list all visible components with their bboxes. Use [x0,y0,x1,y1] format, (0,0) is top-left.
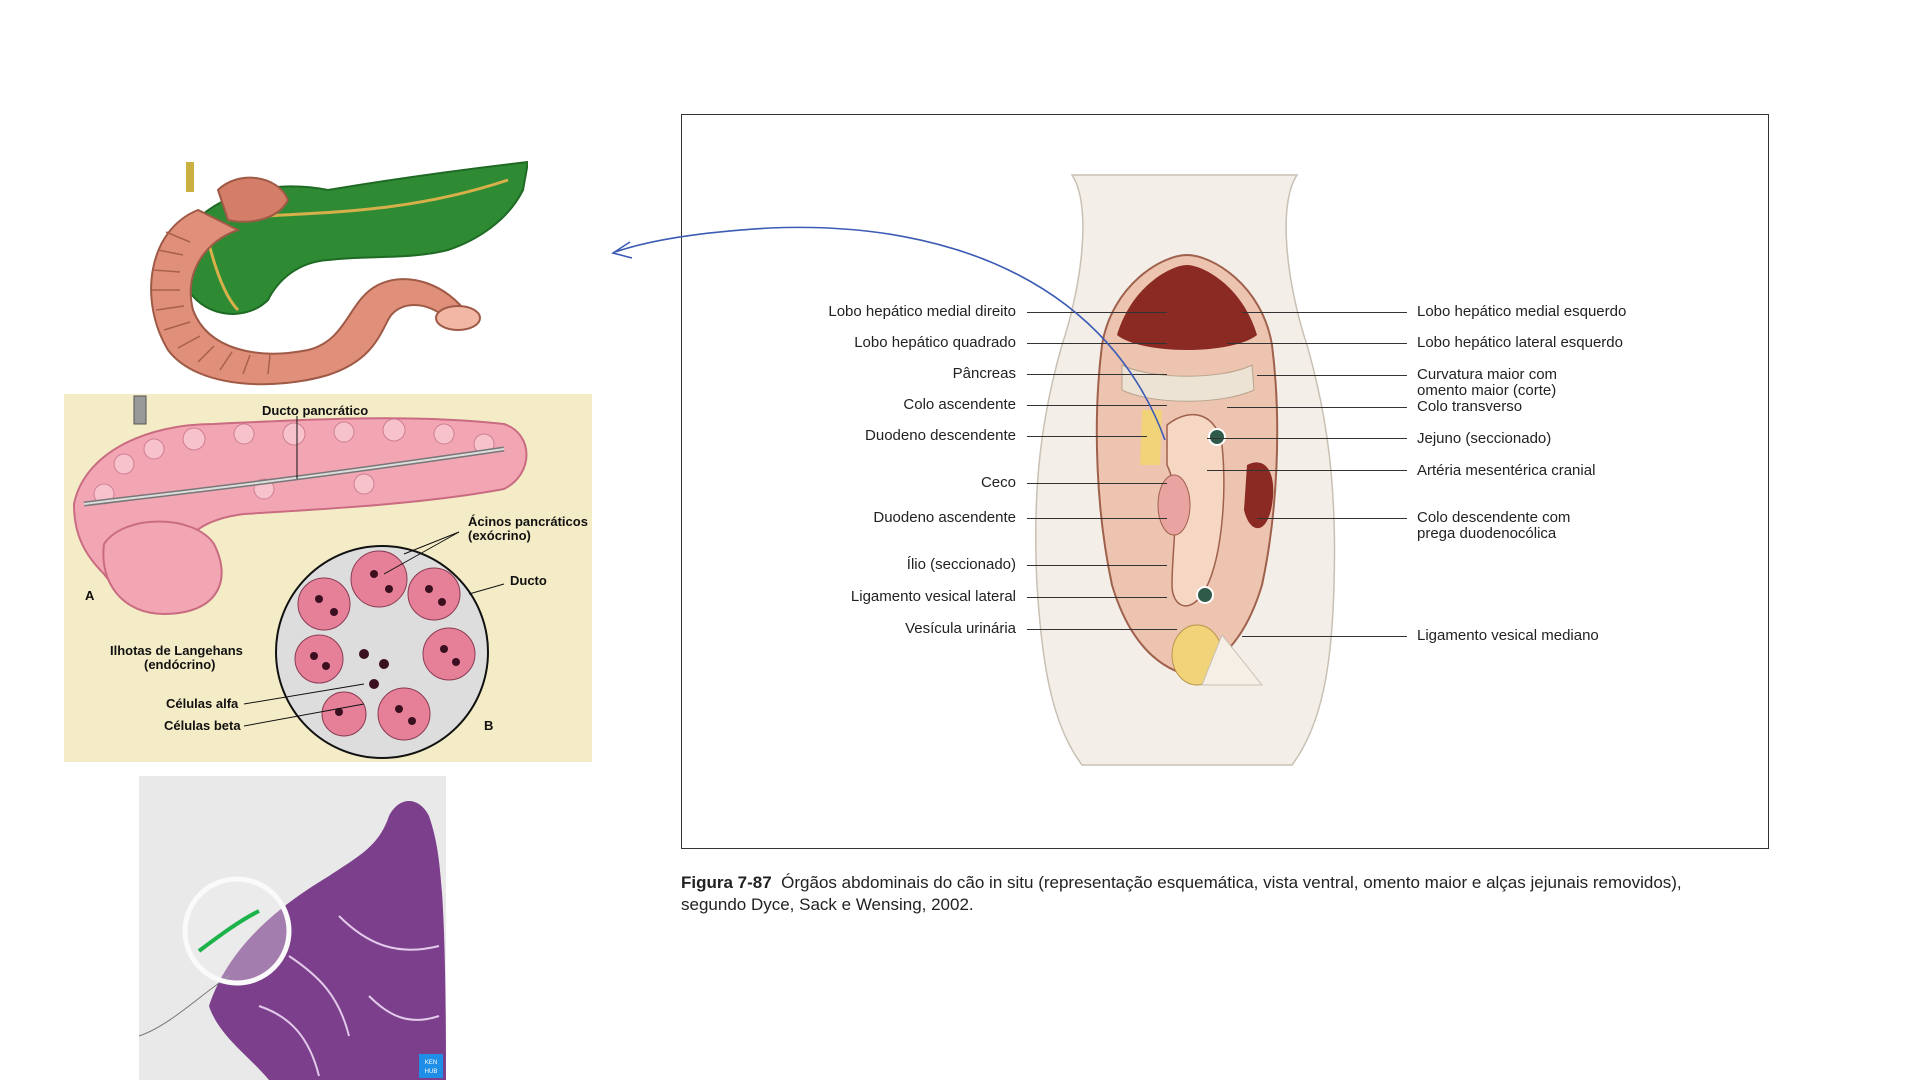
dog-abdomen-illustration [1034,174,1336,766]
label-celulas-beta: Células beta [164,718,241,733]
leader-left-7 [1027,518,1167,519]
curved-arrow-line [614,226,1166,441]
label-ceco: Ceco [980,474,1016,491]
leader-right-4 [1227,407,1407,408]
label-ilhotas-line2: (endócrino) [144,657,216,672]
leader-right-2 [1227,343,1407,344]
label-colo-ascendente: Colo ascendente [903,396,1016,413]
label-duodeno-ascendente: Duodeno ascendente [873,509,1016,526]
label-lobo-hepatico-lateral-esquerdo: Lobo hepático lateral esquerdo [1417,334,1623,351]
label-colo-descendente-line1: Colo descendente com [1417,509,1571,526]
histology-micrograph: KEN HUB [139,776,446,1080]
label-pancreas: Pâncreas [952,365,1016,382]
label-ligamento-vesical-mediano: Ligamento vesical mediano [1417,627,1599,644]
label-ducto: Ducto [510,573,547,588]
label-ligamento-vesical-lateral: Ligamento vesical lateral [850,588,1016,605]
leader-left-4 [1027,405,1167,406]
label-lobo-hepatico-medial-esquerdo: Lobo hepático medial esquerdo [1417,303,1627,320]
label-celulas-alfa: Células alfa [166,696,239,711]
leader-right-3 [1257,375,1407,376]
leader-right-6 [1207,470,1407,471]
label-curvatura-maior-line2: omento maior (corte) [1417,382,1557,399]
label-ducto-pancreatico: Ducto pancrático [262,403,369,418]
label-colo-transverso: Colo transverso [1417,398,1523,415]
leader-left-8 [1027,565,1167,566]
caption-line1: Órgãos abdominais do cão in situ (repres… [781,873,1682,892]
label-acinos-line1: Ácinos pancráticos [468,514,588,529]
label-jejuno-seccionado: Jejuno (seccionado) [1417,430,1552,447]
figure-frame: Lobo hepático medial direito Lobo hepáti… [681,114,1769,849]
leader-left-2 [1027,343,1167,344]
label-duodeno-descendente: Duodeno descendente [865,427,1016,444]
caption-line2: segundo Dyce, Sack e Wensing, 2002. [681,895,974,914]
figure-caption: Figura 7-87 Órgãos abdominais do cão in … [681,872,1761,916]
leader-left-10 [1027,629,1177,630]
leader-right-1 [1242,312,1407,313]
caption-figure-number: Figura 7-87 [681,873,772,892]
leader-right-7 [1257,518,1407,519]
label-a: A [85,588,95,603]
kenhub-badge-line1: KEN [425,1060,437,1066]
pancreas-duodenum-illustration [128,150,528,390]
arrow-head-icon [611,241,633,259]
leader-right-5 [1207,438,1407,439]
label-b: B [484,718,494,733]
label-vesicula-urinaria: Vesícula urinária [905,620,1016,637]
label-ilhotas-line1: Ilhotas de Langehans [110,643,243,658]
leader-right-8 [1242,636,1407,637]
label-arteria-mesenterica-cranial: Artéria mesentérica cranial [1417,462,1596,479]
leader-left-1 [1027,312,1167,313]
label-lobo-hepatico-medial-direito: Lobo hepático medial direito [828,303,1016,320]
leader-left-3 [1027,374,1167,375]
kenhub-badge-line2: HUB [425,1069,438,1075]
label-acinos-line2: (exócrino) [468,528,531,543]
leader-left-9 [1027,597,1167,598]
pancreas-histology-diagram: Ducto pancrático Ácinos pancráticos (exó… [64,394,592,762]
label-colo-descendente-line2: prega duodenocólica [1417,525,1557,542]
label-lobo-hepatico-quadrado: Lobo hepático quadrado [854,334,1016,351]
leader-left-6 [1027,483,1167,484]
label-curvatura-maior-line1: Curvatura maior com [1417,366,1558,383]
label-ilio-seccionado: Ílio (seccionado) [906,556,1016,573]
leader-left-5 [1027,436,1147,437]
